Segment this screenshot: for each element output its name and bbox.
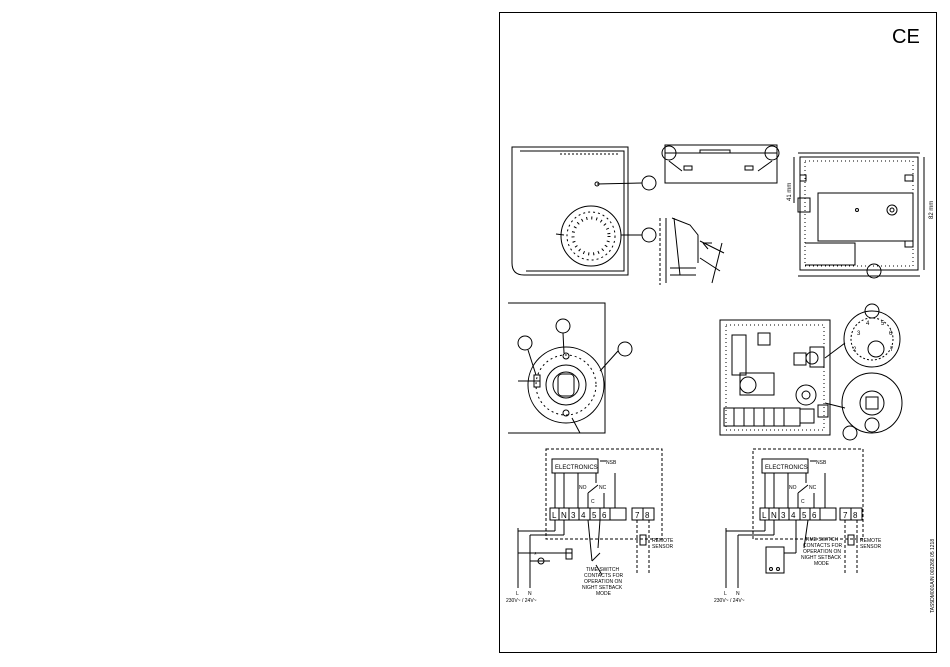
wl-t-7: 7 [635, 511, 640, 520]
backplate-dimension-drawing [793, 152, 925, 279]
wl-t-5: 5 [592, 511, 597, 520]
wl-t-l: L [552, 511, 557, 520]
thermostat-top-side-drawing [659, 144, 780, 285]
dimension-41mm: 41 mm [787, 183, 793, 201]
wiring-diagram-right [725, 448, 864, 588]
wl-remote: REMOTE [652, 538, 674, 544]
wl-nsb: NSB [606, 460, 617, 466]
dial-scale-6: 6 [889, 331, 893, 337]
wr-electronics: ELECTRONICS [765, 465, 808, 471]
wr-supply-voltage: 230V~ / 24V~ [714, 598, 745, 604]
dial-scale-3: 3 [857, 331, 861, 337]
wl-no: NO [579, 485, 587, 491]
wr-nc: NC [809, 485, 817, 491]
wl-t-4: 4 [581, 511, 586, 520]
wr-nsb: NSB [816, 460, 827, 466]
wl-sensor: SENSOR [652, 544, 674, 550]
wr-t-7: 7 [843, 511, 848, 520]
wl-nc: NC [599, 485, 607, 491]
dial-scale-4: 4 [866, 321, 870, 327]
wr-c: C [801, 499, 805, 505]
wr-remote: REMOTE [860, 538, 882, 544]
dial-scale-2: 2 [853, 347, 857, 353]
wr-ts-4: NIGHT SETBACK [801, 555, 842, 561]
document-code: TAS5DM001A/N 003268 05 1218 [930, 539, 936, 613]
wl-ts-4: NIGHT SETBACK [582, 585, 623, 591]
wl-t-8: 8 [645, 511, 650, 520]
wr-ts-2: CONTACTS FOR [803, 543, 842, 549]
dial-scale-5: 5 [881, 321, 885, 327]
wr-t-n: N [771, 511, 777, 520]
wl-ts-1: TIME SWITCH [586, 567, 619, 573]
pcb-drawing [719, 303, 903, 441]
wl-supply-voltage: 230V~ / 24V~ [506, 598, 537, 604]
thermostat-front-drawing [511, 146, 657, 276]
wl-ts-5: MODE [596, 591, 612, 597]
wl-t-3: 3 [571, 511, 576, 520]
wl-t-n: N [561, 511, 567, 520]
wr-supply-l: L [724, 591, 727, 597]
wl-t-6: 6 [602, 511, 607, 520]
wr-ts-5: MODE [814, 561, 830, 567]
instruction-sheet: CE [499, 12, 937, 653]
wr-t-5: 5 [802, 511, 807, 520]
wr-supply-n: N [736, 591, 740, 597]
wr-t-l: L [762, 511, 767, 520]
wr-t-3: 3 [781, 511, 786, 520]
wr-t-6: 6 [812, 511, 817, 520]
dimension-82mm: 82 mm [929, 201, 935, 219]
instruction-drawings: CE [506, 26, 936, 613]
dial-scale-7: 7 [890, 347, 894, 353]
wr-ts-3: OPERATION ON [803, 549, 841, 555]
wiring-diagram-left [517, 448, 663, 588]
wl-ts-3: OPERATION ON [584, 579, 622, 585]
wr-sensor: SENSOR [860, 544, 882, 550]
ce-mark: CE [892, 26, 920, 48]
wl-ts-2: CONTACTS FOR [584, 573, 623, 579]
dial-mechanism-drawing [508, 302, 633, 434]
wr-ts-1: TIME SWITCH [805, 537, 838, 543]
wl-supply-l: L [516, 591, 519, 597]
wr-t-4: 4 [791, 511, 796, 520]
wr-no: NO [789, 485, 797, 491]
wl-supply-n: N [528, 591, 532, 597]
wl-c: C [591, 499, 595, 505]
wl-star: * [534, 552, 537, 559]
wr-t-8: 8 [853, 511, 858, 520]
wl-electronics: ELECTRONICS [555, 465, 598, 471]
